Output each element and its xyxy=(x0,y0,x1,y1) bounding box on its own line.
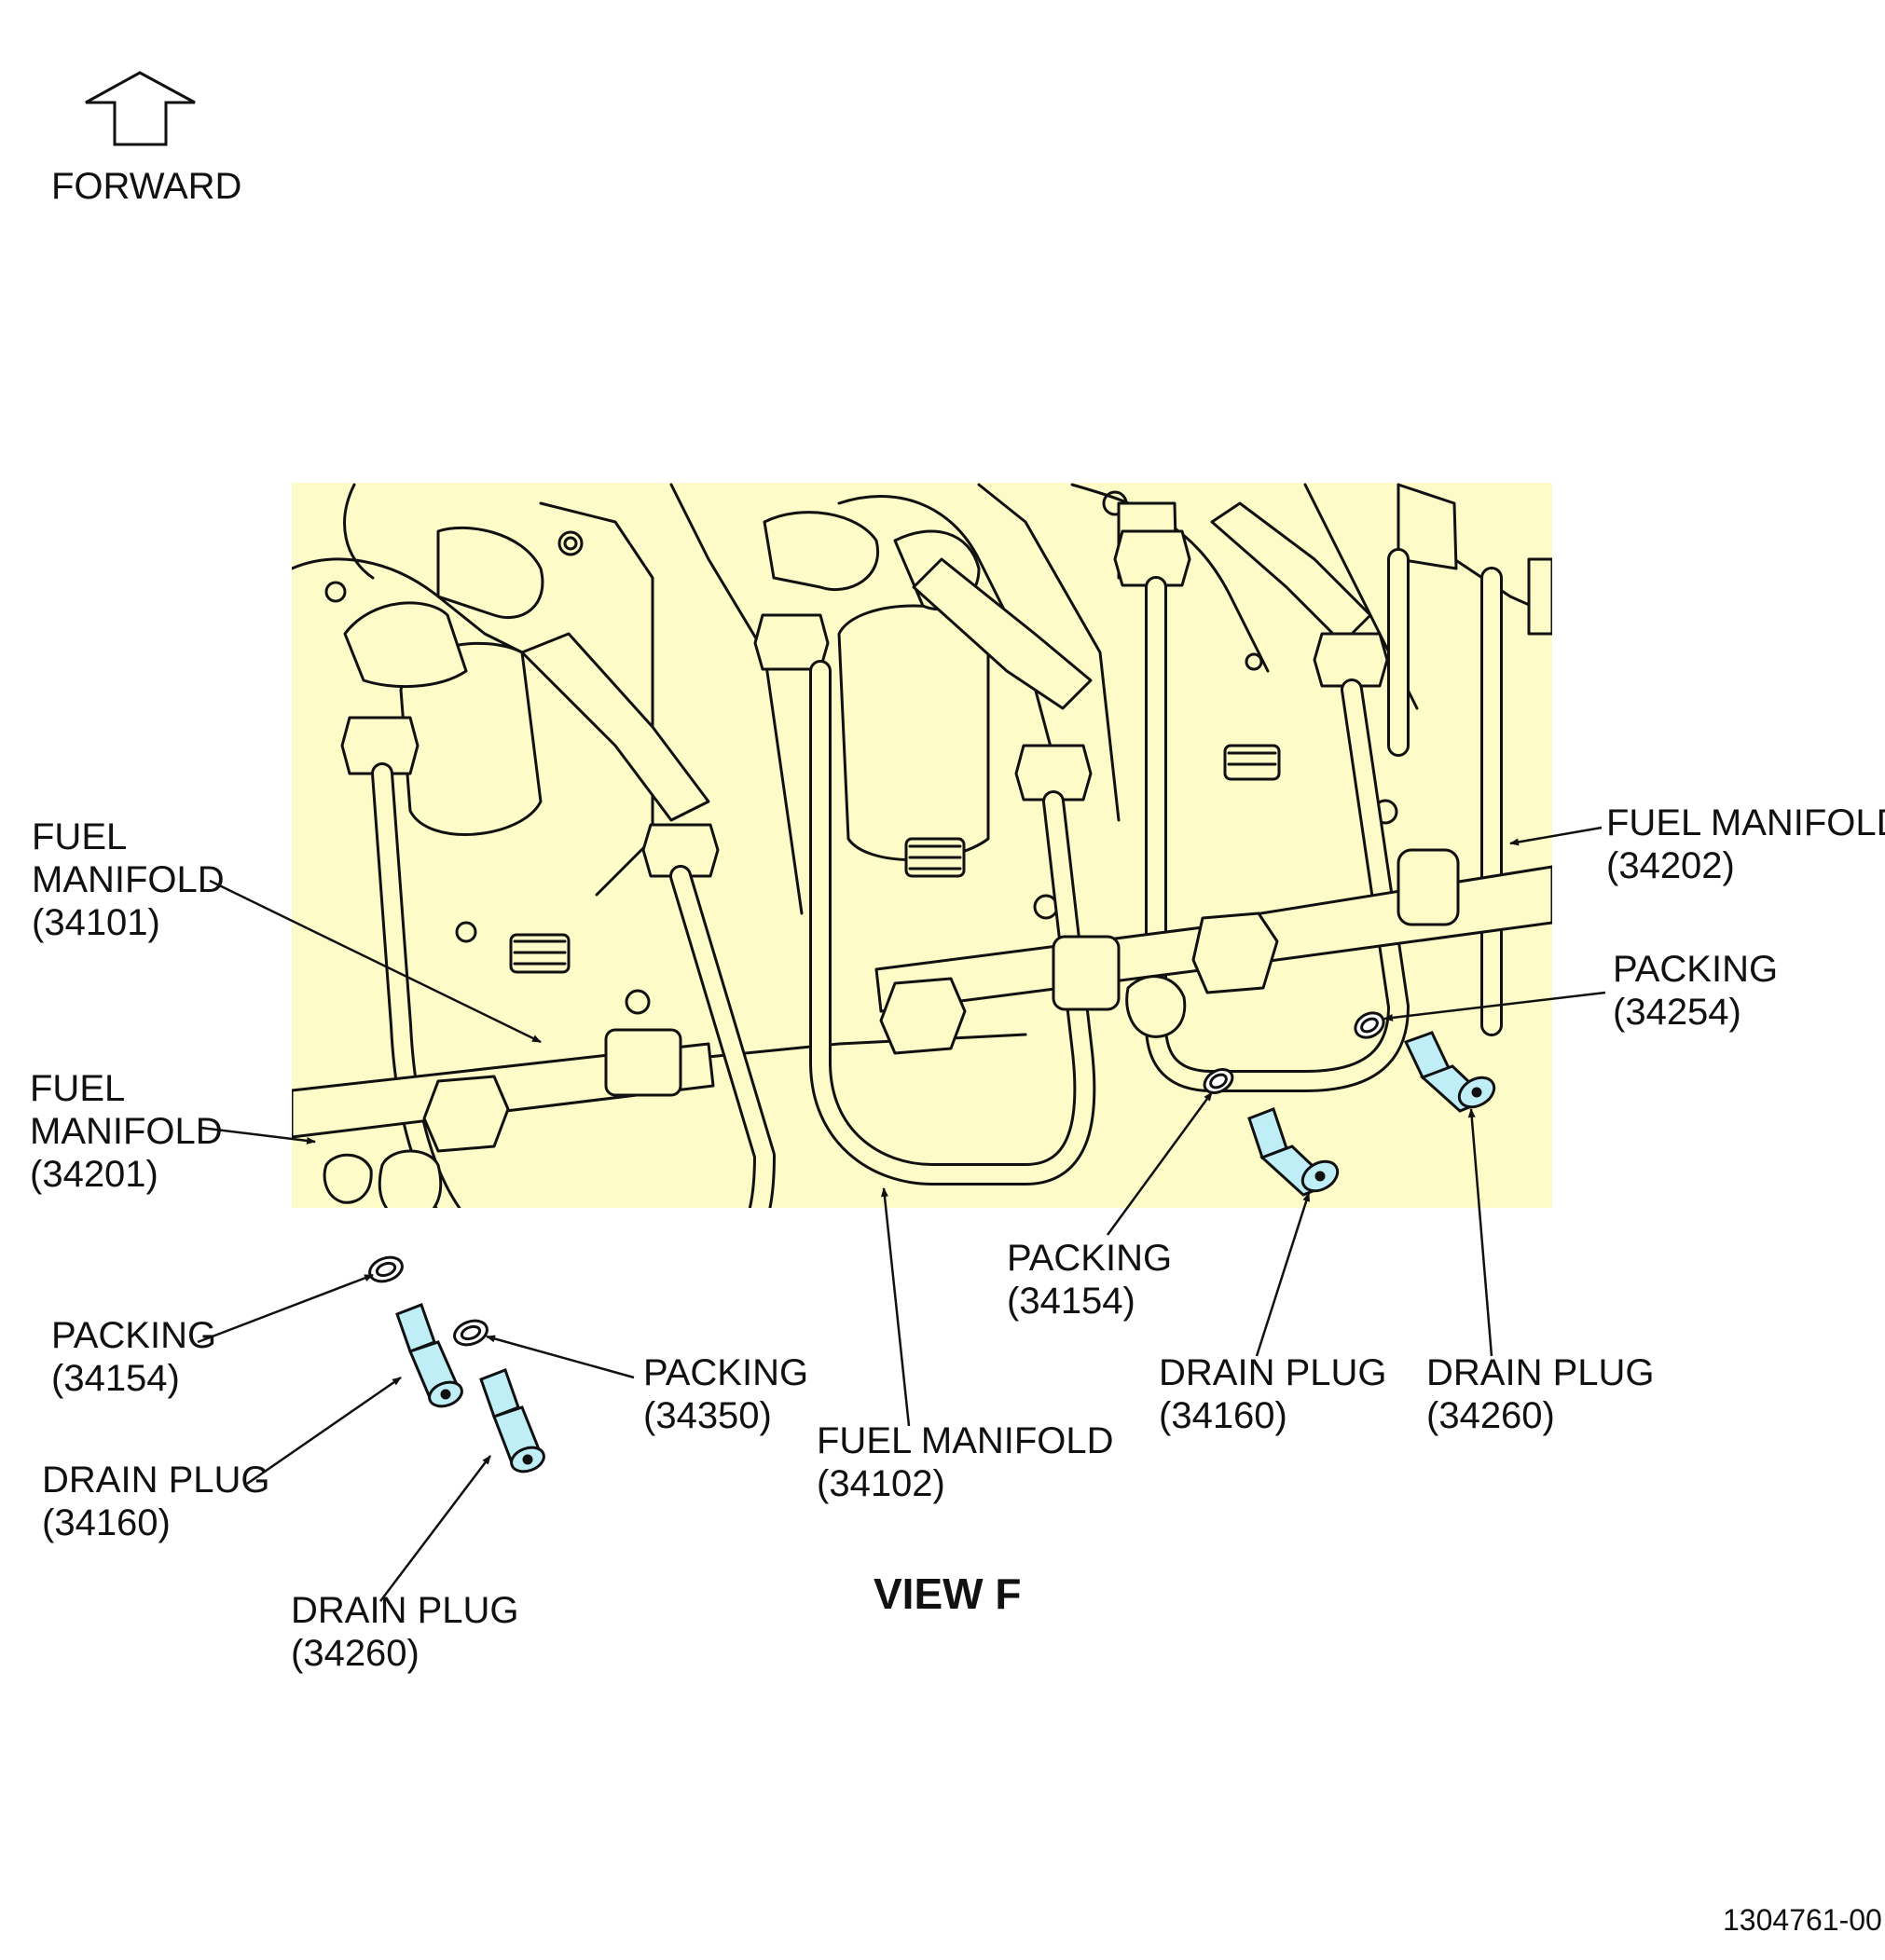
callout-packing-34154-right: PACKING (34154) xyxy=(1007,1237,1172,1323)
callout-line: MANIFOLD xyxy=(30,1111,223,1152)
callout-line: (34201) xyxy=(30,1154,158,1195)
engine-illustration xyxy=(292,483,1552,1208)
callout-line: DRAIN PLUG xyxy=(1159,1352,1387,1393)
callout-line: (34102) xyxy=(817,1463,945,1504)
callout-drain-plug-34160-left: DRAIN PLUG (34160) xyxy=(42,1459,270,1544)
callout-line: PACKING xyxy=(1007,1238,1173,1279)
packing-ring-right xyxy=(1203,1068,1234,1094)
leader-fuel-manifold-34201 xyxy=(200,1126,316,1144)
leader-lines xyxy=(197,826,1606,1602)
leader-drain-plug-34160-left xyxy=(246,1376,402,1486)
leader-drain-plug-34160-right xyxy=(1255,1192,1311,1357)
drain-plug-34260-right-part xyxy=(1403,1031,1496,1113)
leader-packing-34154-right xyxy=(1106,1091,1214,1236)
leader-fuel-manifold-34202 xyxy=(1509,826,1603,846)
drain-plug-34260-left-part xyxy=(479,1368,545,1473)
callout-line: MANIFOLD xyxy=(32,859,225,900)
callout-line: (34160) xyxy=(42,1502,171,1543)
callout-line: DRAIN PLUG xyxy=(42,1460,270,1501)
callout-fuel-manifold-34102: FUEL MANIFOLD (34102) xyxy=(817,1419,1114,1505)
callout-line: (34154) xyxy=(1007,1281,1135,1322)
packing-ring-34350 xyxy=(453,1319,488,1347)
packing-ring-34254 xyxy=(1354,1011,1385,1039)
callout-line: (34202) xyxy=(1606,845,1735,886)
drain-plug-34160-right-part xyxy=(1247,1107,1340,1197)
callout-line: FUEL MANIFOLD xyxy=(1606,802,1885,843)
callout-line: (34154) xyxy=(51,1358,180,1399)
leader-packing-34254 xyxy=(1383,991,1606,1021)
figure-number: 1304761-00 xyxy=(1723,1903,1882,1937)
leader-packing-34154-left xyxy=(197,1273,374,1344)
callout-fuel-manifold-34101: FUEL MANIFOLD (34101) xyxy=(32,816,225,944)
callout-fuel-manifold-34202: FUEL MANIFOLD (34202) xyxy=(1606,802,1885,887)
callout-line: PACKING xyxy=(51,1315,217,1356)
leader-packing-34350 xyxy=(486,1335,635,1379)
callout-packing-34254: PACKING (34254) xyxy=(1613,948,1778,1034)
callout-line: DRAIN PLUG xyxy=(291,1590,519,1631)
callout-packing-34350: PACKING (34350) xyxy=(643,1351,808,1437)
callout-drain-plug-34260-left: DRAIN PLUG (34260) xyxy=(291,1589,519,1675)
callout-packing-34154-left: PACKING (34154) xyxy=(51,1314,216,1400)
callout-line: (34254) xyxy=(1613,992,1741,1033)
callout-line: DRAIN PLUG xyxy=(1426,1352,1655,1393)
callout-line: (34260) xyxy=(291,1633,420,1674)
drain-plug-34160-left-part xyxy=(395,1303,463,1408)
leader-fuel-manifold-34101 xyxy=(209,879,542,1044)
callout-drain-plug-34260-right: DRAIN PLUG (34260) xyxy=(1426,1351,1655,1437)
callout-line: FUEL xyxy=(30,1068,126,1109)
callout-line: FUEL xyxy=(32,816,128,857)
callout-line: PACKING xyxy=(1613,949,1779,990)
leader-drain-plug-34260-left xyxy=(379,1455,491,1602)
callout-line: (34160) xyxy=(1159,1395,1287,1436)
forward-arrow-icon xyxy=(85,71,196,146)
callout-line: (34350) xyxy=(643,1395,772,1436)
leader-fuel-manifold-34102 xyxy=(880,1187,911,1427)
view-title: VIEW F xyxy=(874,1569,1022,1618)
callout-line: PACKING xyxy=(643,1352,809,1393)
callout-line: (34101) xyxy=(32,902,160,943)
callout-line: (34260) xyxy=(1426,1395,1555,1436)
forward-label: FORWARD xyxy=(51,166,242,207)
packing-ring-left xyxy=(368,1255,404,1283)
callout-fuel-manifold-34201: FUEL MANIFOLD (34201) xyxy=(30,1067,223,1196)
callout-line: FUEL MANIFOLD xyxy=(817,1420,1114,1461)
callout-drain-plug-34160-right: DRAIN PLUG (34160) xyxy=(1159,1351,1387,1437)
leader-drain-plug-34260-right xyxy=(1467,1108,1493,1357)
